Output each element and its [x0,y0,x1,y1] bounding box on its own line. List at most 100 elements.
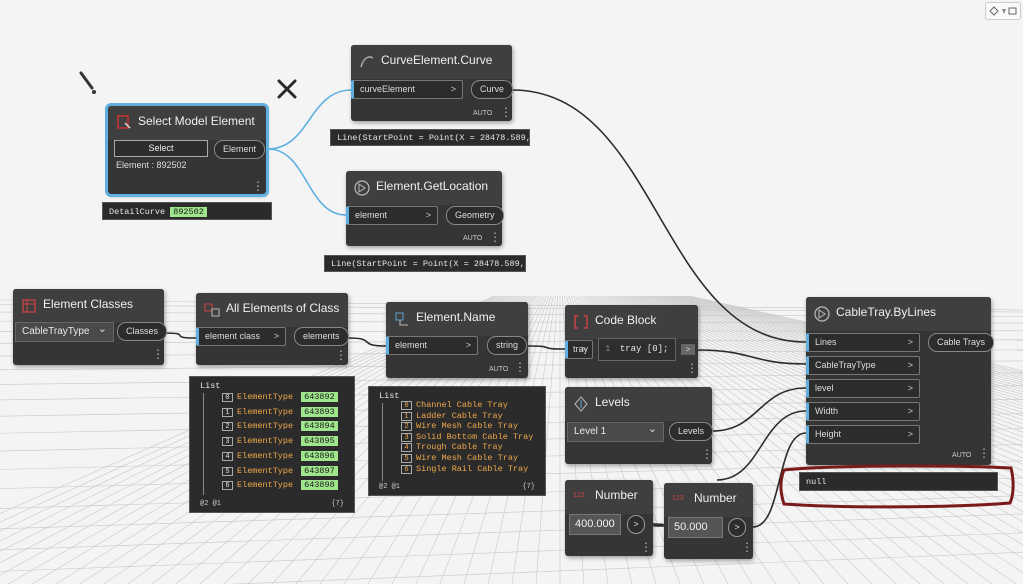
list-item-label: Channel Cable Tray [416,400,508,410]
node-header[interactable]: 123 Number [565,480,653,514]
list-item-label: ElementType [237,480,294,491]
preview-text: DetailCurve [109,207,166,217]
view-toggle-button[interactable] [985,2,1021,20]
levels-node[interactable]: Levels Level 1 Levels ⋮ [565,387,714,464]
output-port-classes[interactable]: Classes [117,322,168,341]
code-block-node[interactable]: Code Block tray 1 tray [0]; > ⋮ [565,305,698,378]
cable-tray-by-lines-node[interactable]: CableTray.ByLines Lines CableTrayType le… [806,297,995,465]
list-item-index: 5 [401,454,412,463]
node-header[interactable]: Element.Name [386,302,528,336]
output-port-number[interactable]: > [627,515,645,534]
node-header[interactable]: Element Classes [13,289,164,323]
input-port-lines[interactable]: Lines [806,333,920,352]
select-button[interactable]: Select [114,140,208,157]
node-title: Select Model Element [138,114,255,128]
number-node-width[interactable]: 123 Number 400.000 > ⋮ [565,480,653,556]
node-menu-icon[interactable]: ⋮ [500,105,512,119]
port-label: tray [573,344,589,354]
list-header: List [200,381,221,391]
node-header[interactable]: Code Block [565,305,698,339]
node-header[interactable]: Select Model Element [108,106,266,140]
number-input[interactable]: 50.000 [668,517,723,538]
node-title: CurveElement.Curve [381,53,493,67]
node-header[interactable]: Levels [565,387,712,421]
element-name-node[interactable]: Element.Name element string AUTO ⋮ [386,302,528,378]
node-menu-icon[interactable]: ⋮ [252,179,264,193]
output-port-code[interactable]: > [681,344,695,355]
output-port-levels[interactable]: Levels [669,422,714,441]
node-menu-icon[interactable]: ⋮ [701,447,713,461]
all-elements-of-class-node[interactable]: All Elements of Class element class elem… [196,293,349,365]
list-item-value: 643897 [301,465,338,476]
input-port-width[interactable]: Width [806,402,920,421]
list-item-index: 1 [401,411,412,421]
node-title: All Elements of Class [226,301,340,315]
element-class-dropdown[interactable]: CableTrayType [15,322,114,342]
select-model-element-node[interactable]: Select Model Element Select Element Elem… [105,103,269,197]
node-title: CableTray.ByLines [836,305,937,319]
number-node-height[interactable]: 123 Number 50.000 > ⋮ [664,483,753,559]
input-port-height[interactable]: Height [806,425,920,444]
node-menu-icon[interactable]: ⋮ [640,540,652,554]
node-header[interactable]: CableTray.ByLines [806,297,991,331]
node-menu-icon[interactable]: ⋮ [741,540,753,554]
preview-value: 892502 [170,207,207,217]
list-item-label: ElementType [237,421,294,432]
element-name-icon [395,312,408,326]
list-item-index: 2 [401,422,412,432]
code-editor[interactable]: 1 tray [0]; [598,338,676,361]
output-port-geometry[interactable]: Geometry [446,206,504,225]
number-input[interactable]: 400.000 [569,514,621,535]
element-classes-node[interactable]: Element Classes CableTrayType Classes ⋮ [13,289,168,365]
list-tree-line [203,393,204,495]
node-menu-icon[interactable]: ⋮ [335,348,347,362]
output-port-string[interactable]: string [487,336,528,355]
node-menu-icon[interactable]: ⋮ [489,230,501,244]
node-title: Element.Name [416,310,496,324]
list-item-index: 1 [222,407,233,417]
list-item-label: Single Rail Cable Tray [416,463,529,474]
node-header[interactable]: Element.GetLocation [346,171,502,205]
list-item-value: 643896 [301,450,338,461]
input-port-element[interactable]: element [346,206,438,225]
lacing-auto-label: AUTO [489,366,509,373]
node-header[interactable]: All Elements of Class [196,293,348,327]
curve-element-curve-node[interactable]: CurveElement.Curve curveElement Curve AU… [351,45,514,121]
list-item-index: 6 [401,464,412,474]
output-port-cable-trays[interactable]: Cable Trays [928,333,995,352]
input-port-tray[interactable]: tray [565,340,593,359]
input-port-curve-element[interactable]: curveElement [351,80,463,99]
list-classes-icon [22,299,36,313]
lacing-auto-label: AUTO [473,110,493,117]
node-menu-icon[interactable]: ⋮ [514,360,526,374]
node-menu-icon[interactable]: ⋮ [152,347,164,361]
element-get-location-node[interactable]: Element.GetLocation element Geometry AUT… [346,171,504,246]
output-port-elements[interactable]: elements [294,327,349,346]
input-port-level[interactable]: level [806,379,920,398]
level-dropdown[interactable]: Level 1 [567,422,664,442]
input-port-element-class[interactable]: element class [196,327,286,346]
output-port-element[interactable]: Element [214,140,266,159]
node-menu-icon[interactable]: ⋮ [978,446,990,460]
output-port-curve[interactable]: Curve [471,80,514,99]
input-port-element[interactable]: element [386,336,478,355]
node-menu-icon[interactable]: ⋮ [686,361,698,375]
lacing-auto-label: AUTO [952,452,972,459]
node-header[interactable]: 123 Number [664,483,753,517]
number-icon: 123 [672,495,684,502]
list-count: {7} [331,500,344,508]
input-port-cable-tray-type[interactable]: CableTrayType [806,356,920,375]
list-item-label: ElementType [237,465,294,476]
node-header[interactable]: CurveElement.Curve [351,45,512,79]
list-item-index: 0 [222,393,233,402]
list-item-label: ElementType [237,450,294,461]
output-port-number[interactable]: > [728,518,746,537]
list-item-index: 3 [222,437,233,447]
